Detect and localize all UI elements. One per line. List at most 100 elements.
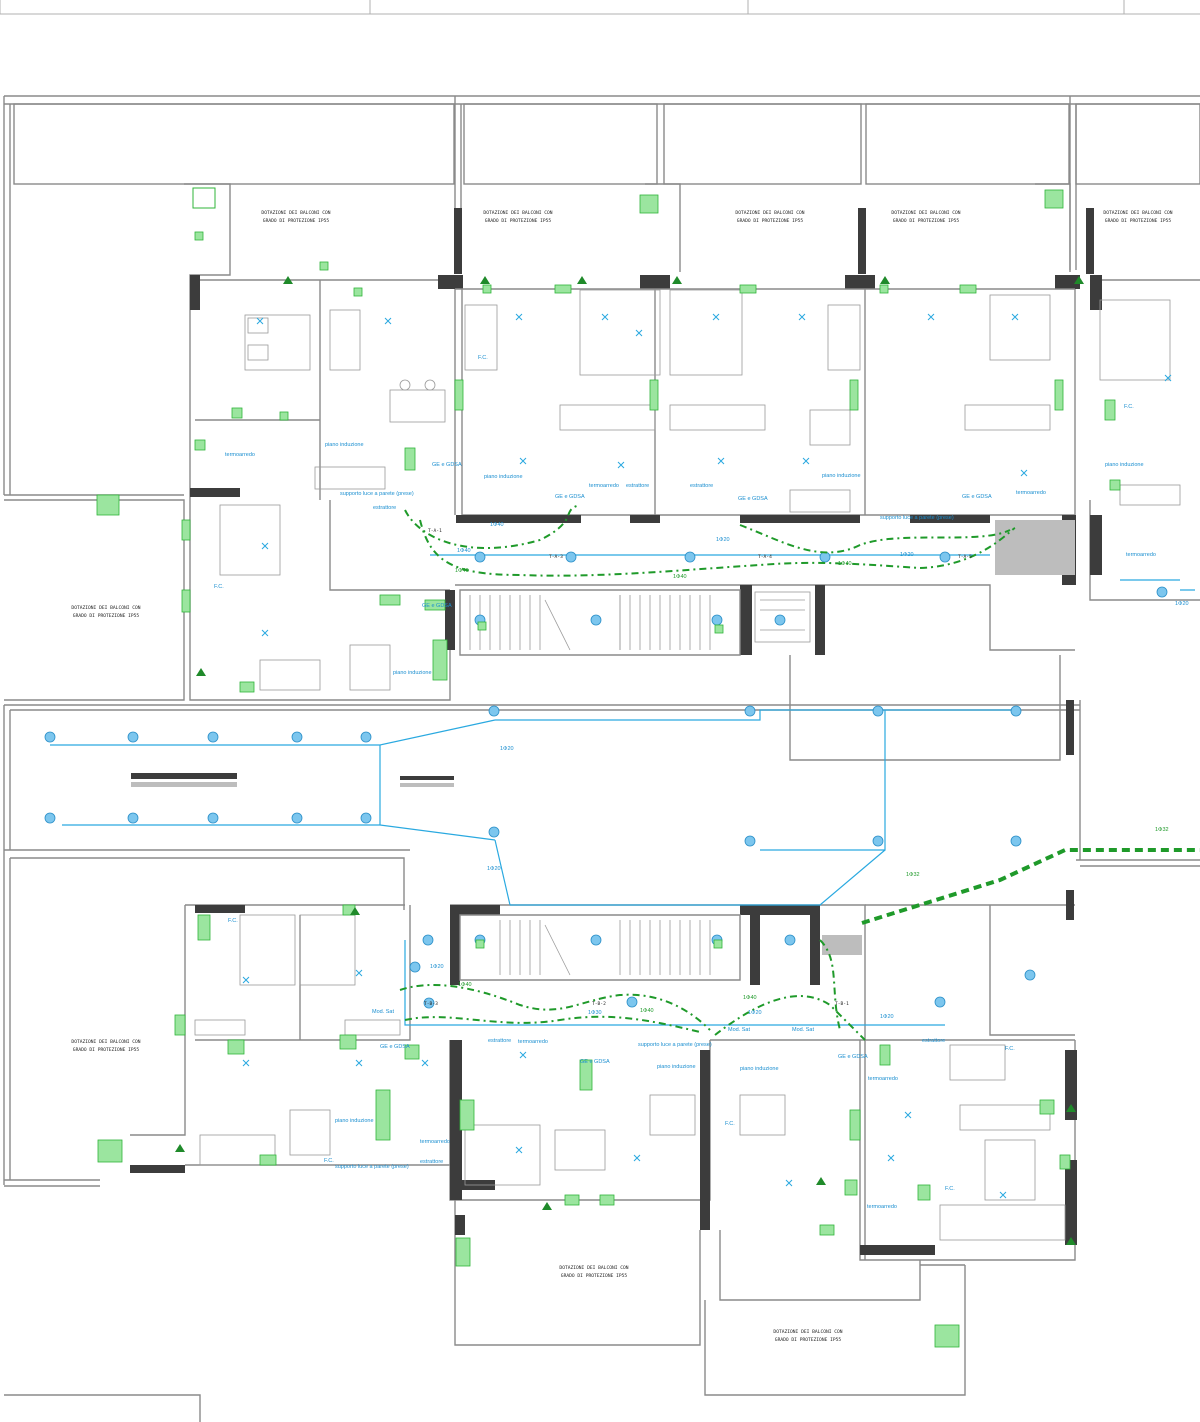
- panel-tag: T-A-1: [428, 528, 442, 534]
- balcony-label-line2: GRADO DI PROTEZIONE IP55: [893, 218, 960, 224]
- balcony-label-line2: GRADO DI PROTEZIONE IP55: [1105, 218, 1172, 224]
- panel-tag: T-B-1: [835, 1001, 849, 1007]
- circuit-label: 1Φ40: [673, 574, 687, 580]
- ge-gdsa-label: GE e GDSA: [432, 462, 462, 468]
- termoarredo-label: termoarredo: [1126, 552, 1156, 558]
- circuit-label: 1Φ40: [640, 1008, 654, 1014]
- circuit-label: 1Φ20: [1175, 601, 1189, 607]
- supporto-label: supporto luce a parete (prese): [638, 1042, 712, 1048]
- lower-apartments-walls: [130, 904, 1077, 1396]
- circuit-label: 1Φ20: [716, 537, 730, 543]
- piano-induzione-label: piano induzione: [335, 1118, 374, 1124]
- circuit-label: 1Φ32: [1155, 827, 1169, 833]
- fc-label: F.C.: [214, 584, 224, 590]
- circuit-label: 1Φ32: [906, 872, 920, 878]
- circuit-label: 1Φ20: [500, 746, 514, 752]
- circuit-label: 1Φ20: [880, 1014, 894, 1020]
- balcony-label-3: DOTAZIONI DEI BALCONI CON GRADO DI PROTE…: [735, 210, 804, 224]
- balcony-label-line1: DOTAZIONI DEI BALCONI CON: [891, 210, 960, 216]
- circuit-label: 1Φ40: [838, 561, 852, 567]
- balcony-label-line1: DOTAZIONI DEI BALCONI CON: [71, 1039, 140, 1045]
- room-light-points: [242, 313, 1172, 1199]
- circuit-label: 1Φ30: [588, 1010, 602, 1016]
- piano-induzione-label: piano induzione: [822, 473, 861, 479]
- lighting-circuits: [50, 554, 1195, 1026]
- fc-label: F.C.: [478, 355, 488, 361]
- balcony-label-line1: DOTAZIONI DEI BALCONI CON: [71, 605, 140, 611]
- piano-induzione-label: piano induzione: [325, 442, 364, 448]
- circuit-label: 1Φ40: [458, 982, 472, 988]
- balcony-label-line1: DOTAZIONI DEI BALCONI CON: [483, 210, 552, 216]
- fc-label: F.C.: [945, 1186, 955, 1192]
- corridor-elements: [131, 655, 1074, 920]
- furniture: [194, 289, 1181, 1241]
- panel-tag: T-A-4: [758, 554, 772, 560]
- piano-induzione-label: piano induzione: [393, 670, 432, 676]
- balcony-label-line2: GRADO DI PROTEZIONE IP55: [73, 1047, 140, 1053]
- mod-sat-label: Mod. Sat: [372, 1009, 394, 1015]
- panel-tags: T-A-1 T-A-3 T-A-4 T-A-5 T-B-1 T-B-2 T-B-…: [424, 528, 972, 1007]
- balcony-label-line1: DOTAZIONI DEI BALCONI CON: [261, 210, 330, 216]
- circuit-label: 1Φ40: [457, 548, 471, 554]
- estrattore-label: estrattore: [626, 483, 649, 489]
- supporto-label: supporto luce a parete (prese): [880, 515, 954, 521]
- termoarredo-label: termoarredo: [518, 1039, 548, 1045]
- circuit-label: 1Φ20: [900, 552, 914, 558]
- ceiling-lights: [44, 551, 1168, 1009]
- panel-tag: T-A-5: [958, 554, 972, 560]
- circuit-label: 1Φ40: [490, 522, 504, 528]
- device-boxes: [96, 187, 1121, 1348]
- circuit-label: 1Φ20: [487, 866, 501, 872]
- balcony-label-line2: GRADO DI PROTEZIONE IP55: [737, 218, 804, 224]
- circuit-label: 1Φ20: [748, 1010, 762, 1016]
- estrattore-label: estrattore: [373, 505, 396, 511]
- circuit-labels: 1Φ20 1Φ20 1Φ40 1Φ40 1Φ20 1Φ20 1Φ20 1Φ20 …: [430, 522, 1189, 1020]
- termoarredo-label: termoarredo: [1016, 490, 1046, 496]
- distribution-runs: [399, 504, 1200, 1041]
- balcony-label-line2: GRADO DI PROTEZIONE IP55: [73, 613, 140, 619]
- building-outline: [3, 95, 1200, 1422]
- ge-gdsa-label: GE e GDSA: [738, 496, 768, 502]
- mod-sat-label: Mod. Sat: [792, 1027, 814, 1033]
- balcony-label-line2: GRADO DI PROTEZIONE IP55: [485, 218, 552, 224]
- stair-core-upper: [445, 585, 825, 656]
- piano-induzione-label: piano induzione: [1105, 462, 1144, 468]
- estrattore-label: estrattore: [690, 483, 713, 489]
- outlet-markers: [175, 276, 1084, 1245]
- circuit-label: 1Φ20: [430, 964, 444, 970]
- supporto-label: supporto luce a parete (prese): [335, 1164, 409, 1170]
- balcony-label-line2: GRADO DI PROTEZIONE IP55: [263, 218, 330, 224]
- estrattore-label: estrattore: [420, 1159, 443, 1165]
- balcony-label-1: DOTAZIONI DEI BALCONI CON GRADO DI PROTE…: [261, 210, 330, 224]
- balcony-label-line1: DOTAZIONI DEI BALCONI CON: [1103, 210, 1172, 216]
- balcony-label-line1: DOTAZIONI DEI BALCONI CON: [559, 1265, 628, 1271]
- ge-gdsa-label: GE e GDSA: [962, 494, 992, 500]
- fc-label: F.C.: [1124, 404, 1134, 410]
- fixture-labels: GE e GDSA GE e GDSA GE e GDSA GE e GDSA …: [214, 355, 1156, 1210]
- fc-label: F.C.: [324, 1158, 334, 1164]
- circuit-label: 1Φ40: [743, 995, 757, 1001]
- ge-gdsa-label: GE e GDSA: [555, 494, 585, 500]
- panel-tag: T-B-2: [592, 1001, 606, 1007]
- fc-label: F.C.: [1005, 1046, 1015, 1052]
- supporto-label: supporto luce a parete (prese): [340, 491, 414, 497]
- title-block-strip: [0, 0, 1200, 15]
- balcony-label-2: DOTAZIONI DEI BALCONI CON GRADO DI PROTE…: [483, 210, 552, 224]
- piano-induzione-label: piano induzione: [484, 474, 523, 480]
- ge-gdsa-label: GE e GDSA: [838, 1054, 868, 1060]
- balcony-label-9: DOTAZIONI DEI BALCONI CON GRADO DI PROTE…: [773, 1329, 842, 1343]
- circuit-label: 1Φ40: [455, 568, 469, 574]
- panel-tag: T-B-3: [424, 1001, 438, 1007]
- ge-gdsa-label: GE e GDSA: [380, 1044, 410, 1050]
- ge-gdsa-label: GE e GDSA: [422, 603, 452, 609]
- termoarredo-label: termoarredo: [420, 1139, 450, 1145]
- termoarredo-label: termoarredo: [867, 1204, 897, 1210]
- fc-label: F.C.: [725, 1121, 735, 1127]
- balcony-label-7: DOTAZIONI DEI BALCONI CON GRADO DI PROTE…: [71, 1039, 140, 1053]
- balcony-label-line1: DOTAZIONI DEI BALCONI CON: [773, 1329, 842, 1335]
- mod-sat-label: Mod. Sat: [728, 1027, 750, 1033]
- estrattore-label: estrattore: [922, 1038, 945, 1044]
- balcony-label-4: DOTAZIONI DEI BALCONI CON GRADO DI PROTE…: [891, 210, 960, 224]
- panel-tag: T-A-3: [549, 554, 563, 560]
